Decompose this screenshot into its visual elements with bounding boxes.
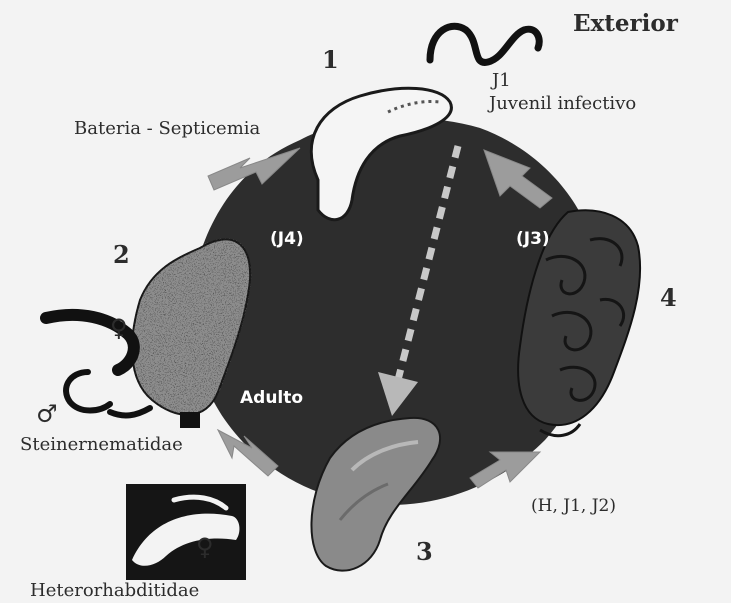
step-3-label: 3 <box>416 540 433 564</box>
hj1j2-label: (H, J1, J2) <box>531 498 616 515</box>
step-1-label: 1 <box>322 48 339 72</box>
j1-worm <box>430 26 539 62</box>
heterorhabditidae-label: Heterorhabditidae <box>30 582 199 600</box>
j4-label: (J4) <box>270 231 304 248</box>
male-symbol-icon: ♂ <box>36 402 58 426</box>
juvenil-infectivo-label: Juvenil infectivo <box>489 95 636 113</box>
step-4-label: 4 <box>660 286 677 310</box>
bateria-septicemia-label: Bateria - Septicemia <box>74 120 260 138</box>
j3-label: (J3) <box>516 231 550 248</box>
female-symbol-icon: ♀ <box>110 316 128 340</box>
j1-label: J1 <box>492 72 511 90</box>
hetero-symbol-outside-icon: ♀ <box>196 535 214 559</box>
steinernematidae-label: Steinernematidae <box>20 436 183 454</box>
adulto-label: Adulto <box>240 390 303 407</box>
heterorhabditidae-box <box>126 484 246 580</box>
exterior-label: Exterior <box>573 12 678 35</box>
step-2-label: 2 <box>113 243 130 267</box>
